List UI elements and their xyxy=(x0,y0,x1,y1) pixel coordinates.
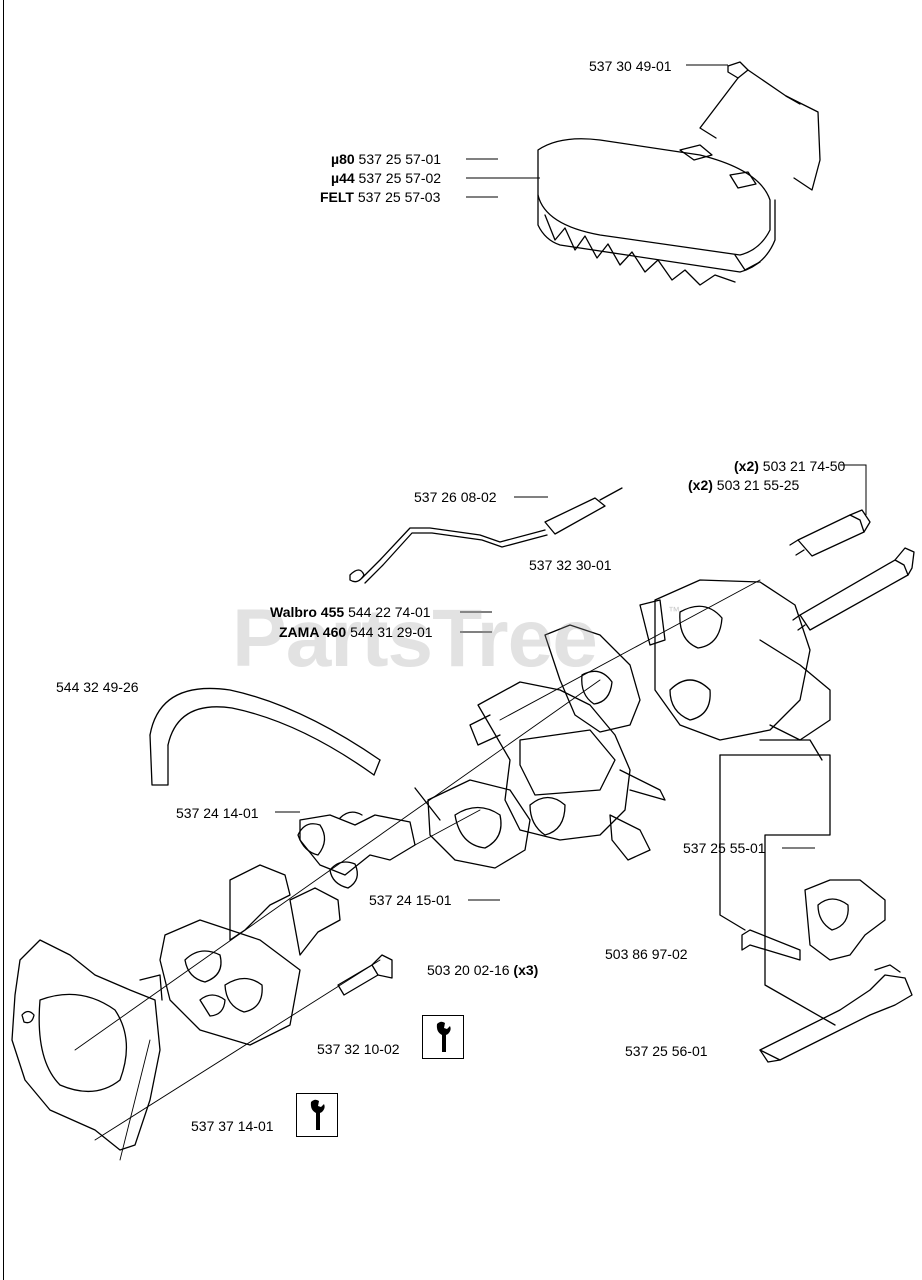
watermark-trademark: ™ xyxy=(668,604,680,618)
label-fuel-hose: 544 32 49-26 xyxy=(56,679,139,695)
label-intake-manifold: 537 32 10-02 xyxy=(317,1041,400,1057)
label-carb-walbro: Walbro 455 544 22 74-01 xyxy=(270,604,431,620)
alignment-lines xyxy=(74,579,761,1161)
label-gasket-ring: 537 24 15-01 xyxy=(369,892,452,908)
label-throttle-link: 537 25 55-01 xyxy=(683,840,766,856)
label-bail-spring: 537 30 49-01 xyxy=(589,58,672,74)
label-screw: 503 20 02-16 (x3) xyxy=(427,962,539,978)
label-bolt-2: (x2) 503 21 55-25 xyxy=(688,477,800,493)
elbow-drawing xyxy=(297,811,416,889)
carb-holder-drawing xyxy=(639,579,831,741)
throttle-link-drawing xyxy=(719,739,886,1026)
label-bolt-1: (x2) 503 21 74-50 xyxy=(734,458,846,474)
label-gasket: 537 37 14-01 xyxy=(191,1118,274,1134)
carburetor-drawing xyxy=(469,624,666,861)
label-throttle-trigger: 537 25 56-01 xyxy=(625,1043,708,1059)
gasket-ring-drawing xyxy=(414,779,531,869)
label-choke-rod: 537 26 08-02 xyxy=(414,489,497,505)
label-air-filter-felt: FELT 537 25 57-03 xyxy=(320,189,441,205)
bolts-drawing xyxy=(789,509,915,631)
choke-rod-drawing xyxy=(349,487,623,584)
label-elbow: 537 24 14-01 xyxy=(176,805,259,821)
gasket-drawing xyxy=(11,939,163,1151)
label-pin: 503 86 97-02 xyxy=(605,946,688,962)
wrench-icon xyxy=(310,1099,325,1130)
wrench-icon xyxy=(436,1021,451,1052)
intake-manifold-drawing xyxy=(159,864,341,1046)
leader-lines xyxy=(275,64,867,901)
fuel-hose-drawing xyxy=(149,687,381,786)
label-air-filter-44: µ44 537 25 57-02 xyxy=(331,170,442,186)
label-carb-holder: 537 32 30-01 xyxy=(529,557,612,573)
wrench-icon-box-2 xyxy=(296,1093,338,1137)
screw-drawing xyxy=(337,954,393,996)
pin-drawing xyxy=(741,929,801,961)
air-filter-drawing xyxy=(537,138,776,286)
label-air-filter-80: µ80 537 25 57-01 xyxy=(331,151,442,167)
wrench-icon-box-1 xyxy=(422,1015,464,1059)
page-border xyxy=(3,0,4,1280)
label-carb-zama: ZAMA 460 544 31 29-01 xyxy=(279,624,433,640)
bail-spring-drawing xyxy=(699,61,821,191)
watermark: PartsTree xyxy=(232,593,598,684)
throttle-trigger-drawing xyxy=(759,964,913,1063)
